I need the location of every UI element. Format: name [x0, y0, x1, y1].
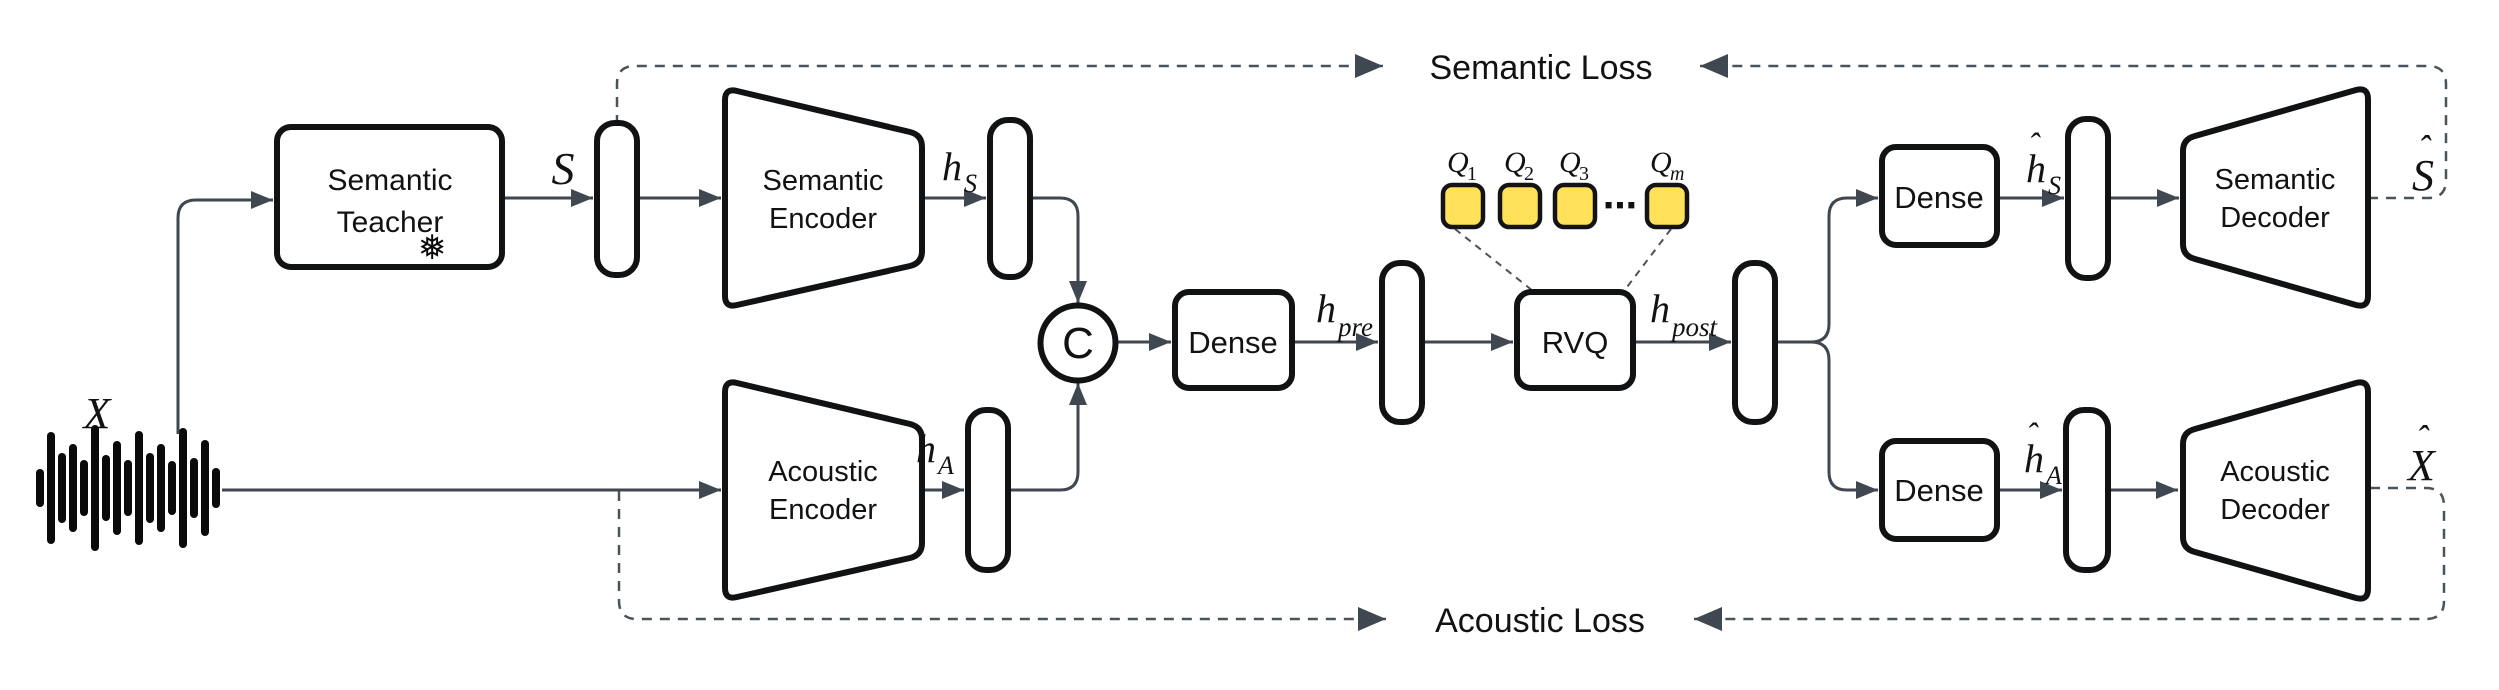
semantic-loss-line-right: [1700, 54, 2448, 200]
rvq-box: [1514, 289, 1636, 391]
hs-feature-rect: [987, 117, 1033, 280]
hpre-rect: [1379, 260, 1425, 425]
dense3-label: Dense: [1894, 473, 1984, 508]
qm-label: Qm: [1650, 146, 1684, 185]
acoustic-loss-line-left: [617, 491, 1386, 631]
input-label: X: [82, 389, 113, 438]
hshat-label: hS: [2026, 146, 2061, 200]
dense3-box: [1879, 438, 2000, 542]
dense2-label: Dense: [1894, 180, 1984, 215]
waveform-icon: [36, 425, 220, 551]
acoustic-encoder-label-line1: Acoustic: [768, 456, 878, 488]
arrow-input-to-teacher: [176, 191, 273, 434]
s-feature-rect: [594, 120, 640, 278]
quantizer-q1: [1440, 182, 1486, 230]
rvq-label: RVQ: [1542, 325, 1609, 360]
qm-to-rvq-dashed-line: [1623, 228, 1672, 292]
hpre-label: hpre: [1316, 286, 1373, 342]
concat-node: [1037, 302, 1119, 384]
hpost-rect: [1732, 260, 1778, 425]
hs-feature-label: hS: [942, 144, 977, 198]
hahat-label: hA: [2024, 436, 2062, 490]
semantic-teacher-label-line2: Teacher: [337, 206, 444, 239]
semantic-encoder-label-line1: Semantic: [763, 165, 884, 197]
quantizer-q2: [1497, 182, 1543, 230]
arrow-hpost-to-dense3: [1775, 340, 1878, 499]
q1-label: Q1: [1447, 146, 1477, 185]
acoustic-encoder-shape: [722, 379, 925, 601]
hpost-label: hpost: [1650, 286, 1719, 342]
hshat-hat: ˆ: [2028, 127, 2041, 164]
q3-label: Q3: [1559, 146, 1589, 185]
shat-hat: ˆ: [2418, 128, 2432, 168]
arrow-hpost-to-dense2: [1775, 189, 1878, 344]
acoustic-loss-label: Acoustic Loss: [1435, 602, 1645, 640]
semantic-loss-label: Semantic Loss: [1430, 49, 1653, 87]
quantizer-dots: ⋯: [1603, 186, 1637, 226]
dense1-label: Dense: [1188, 325, 1278, 360]
acoustic-decoder-label-line1: Acoustic: [2220, 456, 2330, 488]
s-feature-label: S: [552, 143, 575, 194]
ha-feature-label: hA: [916, 426, 954, 480]
arrow-hs-to-concat: [1030, 196, 1087, 303]
hahat-rect: [2063, 407, 2111, 573]
hshat-rect: [2065, 116, 2111, 281]
q2-label: Q2: [1504, 146, 1534, 185]
q1-to-rvq-dashed-line: [1454, 228, 1534, 292]
dense2-box: [1879, 144, 2000, 248]
semantic-decoder-label-line2: Decoder: [2220, 202, 2330, 234]
semantic-teacher-box: [274, 124, 505, 270]
semantic-encoder-shape: [722, 87, 925, 309]
quantizer-q3: [1552, 182, 1598, 230]
acoustic-decoder-label-line2: Decoder: [2220, 494, 2330, 526]
ha-feature-rect: [965, 407, 1011, 573]
semantic-encoder-label-line2: Encoder: [769, 203, 877, 235]
semantic-loss-line-left: [615, 54, 1383, 125]
quantizer-qm: [1644, 182, 1690, 230]
acoustic-encoder-label-line2: Encoder: [769, 494, 877, 526]
semantic-teacher-label-line1: Semantic: [327, 164, 452, 197]
xhat-hat: ˆ: [2416, 418, 2430, 458]
acoustic-loss-line-right: [1694, 486, 2446, 631]
semantic-decoder-label-line1: Semantic: [2215, 164, 2336, 196]
semantic-decoder-shape: [2180, 86, 2371, 309]
xhat-label: X: [2406, 441, 2437, 490]
arrow-ha-to-concat: [1008, 383, 1087, 492]
dense1-box: [1172, 289, 1295, 391]
acoustic-decoder-shape: [2180, 379, 2371, 602]
concat-label: C: [1062, 319, 1094, 368]
freeze-icon: ❅: [418, 228, 447, 268]
shat-label: S: [2412, 151, 2434, 200]
hahat-hat: ˆ: [2026, 417, 2039, 454]
